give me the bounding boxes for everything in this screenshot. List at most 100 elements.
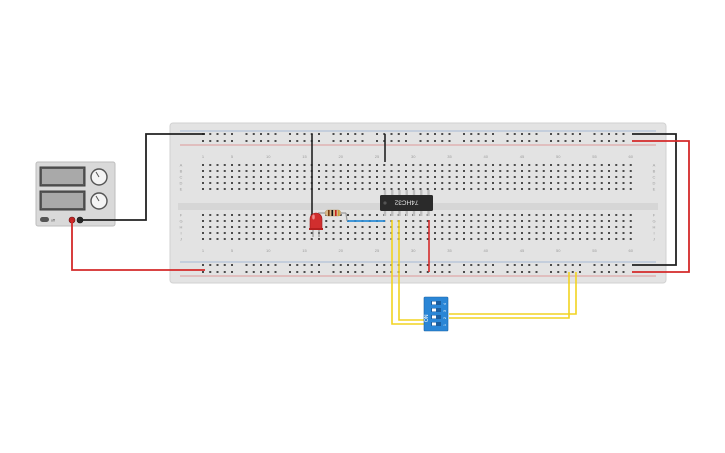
breadboard-hole[interactable]: [600, 170, 603, 172]
breadboard-hole[interactable]: [405, 220, 407, 222]
breadboard-hole[interactable]: [542, 188, 545, 190]
breadboard-hole[interactable]: [318, 238, 320, 240]
power-rail-hole[interactable]: [441, 140, 444, 142]
wire-supply-positive[interactable]: [71, 220, 205, 271]
breadboard-hole[interactable]: [484, 164, 487, 166]
breadboard-hole[interactable]: [499, 182, 502, 184]
breadboard-hole[interactable]: [361, 170, 364, 172]
breadboard-hole[interactable]: [332, 182, 335, 184]
breadboard-hole[interactable]: [231, 226, 233, 228]
breadboard-hole[interactable]: [528, 176, 531, 178]
breadboard-hole[interactable]: [579, 164, 581, 166]
breadboard-hole[interactable]: [579, 232, 581, 234]
breadboard-hole[interactable]: [586, 164, 589, 166]
breadboard-hole[interactable]: [608, 170, 610, 172]
breadboard-hole[interactable]: [223, 182, 226, 184]
breadboard-hole[interactable]: [383, 170, 386, 172]
breadboard-hole[interactable]: [245, 226, 248, 228]
breadboard-hole[interactable]: [535, 182, 538, 184]
power-rail-hole[interactable]: [463, 140, 465, 142]
breadboard-hole[interactable]: [608, 214, 610, 216]
breadboard-hole[interactable]: [571, 232, 574, 234]
power-rail-hole[interactable]: [252, 271, 255, 273]
breadboard-hole[interactable]: [542, 238, 545, 240]
breadboard-hole[interactable]: [492, 164, 494, 166]
breadboard-hole[interactable]: [557, 188, 560, 190]
power-rail-hole[interactable]: [448, 271, 451, 273]
breadboard-hole[interactable]: [332, 164, 335, 166]
breadboard-hole[interactable]: [528, 188, 531, 190]
breadboard-hole[interactable]: [455, 226, 458, 228]
breadboard-hole[interactable]: [542, 182, 545, 184]
breadboard-hole[interactable]: [354, 188, 357, 190]
power-rail-hole[interactable]: [448, 264, 451, 266]
power-rail-hole[interactable]: [419, 133, 422, 135]
breadboard-hole[interactable]: [332, 238, 335, 240]
breadboard-hole[interactable]: [361, 238, 364, 240]
breadboard-hole[interactable]: [542, 176, 545, 178]
breadboard-hole[interactable]: [260, 226, 262, 228]
breadboard-hole[interactable]: [550, 188, 552, 190]
breadboard-hole[interactable]: [615, 170, 618, 172]
power-rail-hole[interactable]: [564, 140, 567, 142]
power-rail-hole[interactable]: [296, 140, 299, 142]
power-rail-hole[interactable]: [550, 140, 552, 142]
power-rail-hole[interactable]: [354, 140, 357, 142]
power-rail-hole[interactable]: [521, 271, 523, 273]
breadboard-hole[interactable]: [231, 238, 233, 240]
breadboard-hole[interactable]: [231, 188, 233, 190]
power-rail-hole[interactable]: [593, 133, 596, 135]
breadboard-hole[interactable]: [434, 164, 436, 166]
breadboard-hole[interactable]: [608, 176, 610, 178]
breadboard-hole[interactable]: [535, 220, 538, 222]
breadboard-hole[interactable]: [368, 176, 371, 178]
power-rail-hole[interactable]: [223, 140, 226, 142]
breadboard-hole[interactable]: [499, 170, 502, 172]
power-rail-hole[interactable]: [535, 133, 538, 135]
breadboard-hole[interactable]: [202, 220, 204, 222]
breadboard-hole[interactable]: [332, 232, 335, 234]
breadboard-hole[interactable]: [484, 220, 487, 222]
power-rail-hole[interactable]: [332, 264, 335, 266]
breadboard-hole[interactable]: [216, 232, 219, 234]
breadboard-hole[interactable]: [593, 164, 596, 166]
breadboard-hole[interactable]: [354, 214, 357, 216]
breadboard-hole[interactable]: [579, 188, 581, 190]
power-rail-hole[interactable]: [441, 133, 444, 135]
power-rail-hole[interactable]: [484, 133, 487, 135]
breadboard-hole[interactable]: [441, 176, 444, 178]
breadboard-hole[interactable]: [477, 164, 480, 166]
breadboard-hole[interactable]: [376, 188, 378, 190]
breadboard-hole[interactable]: [506, 238, 509, 240]
breadboard-hole[interactable]: [281, 232, 284, 234]
breadboard-hole[interactable]: [289, 164, 291, 166]
breadboard-hole[interactable]: [347, 188, 349, 190]
breadboard-hole[interactable]: [252, 220, 255, 222]
breadboard-hole[interactable]: [586, 170, 589, 172]
breadboard-hole[interactable]: [202, 232, 204, 234]
power-rail-hole[interactable]: [535, 271, 538, 273]
breadboard-hole[interactable]: [325, 176, 328, 178]
breadboard-hole[interactable]: [528, 238, 531, 240]
power-rail-hole[interactable]: [223, 133, 226, 135]
breadboard-hole[interactable]: [376, 232, 378, 234]
breadboard-hole[interactable]: [434, 232, 436, 234]
wires[interactable]: [71, 133, 690, 325]
breadboard-hole[interactable]: [608, 164, 610, 166]
breadboard-hole[interactable]: [477, 214, 480, 216]
breadboard-hole[interactable]: [506, 226, 509, 228]
breadboard-hole[interactable]: [216, 170, 219, 172]
breadboard-hole[interactable]: [376, 170, 378, 172]
breadboard-hole[interactable]: [260, 176, 262, 178]
breadboard-hole[interactable]: [608, 182, 610, 184]
power-rail-hole[interactable]: [260, 271, 262, 273]
breadboard-hole[interactable]: [470, 164, 473, 166]
breadboard-hole[interactable]: [579, 238, 581, 240]
breadboard-hole[interactable]: [260, 214, 262, 216]
breadboard-hole[interactable]: [368, 164, 371, 166]
breadboard-hole[interactable]: [216, 164, 219, 166]
breadboard-hole[interactable]: [629, 220, 632, 222]
power-rail-hole[interactable]: [484, 140, 487, 142]
power-rail-hole[interactable]: [397, 133, 400, 135]
power-rail-hole[interactable]: [441, 264, 444, 266]
